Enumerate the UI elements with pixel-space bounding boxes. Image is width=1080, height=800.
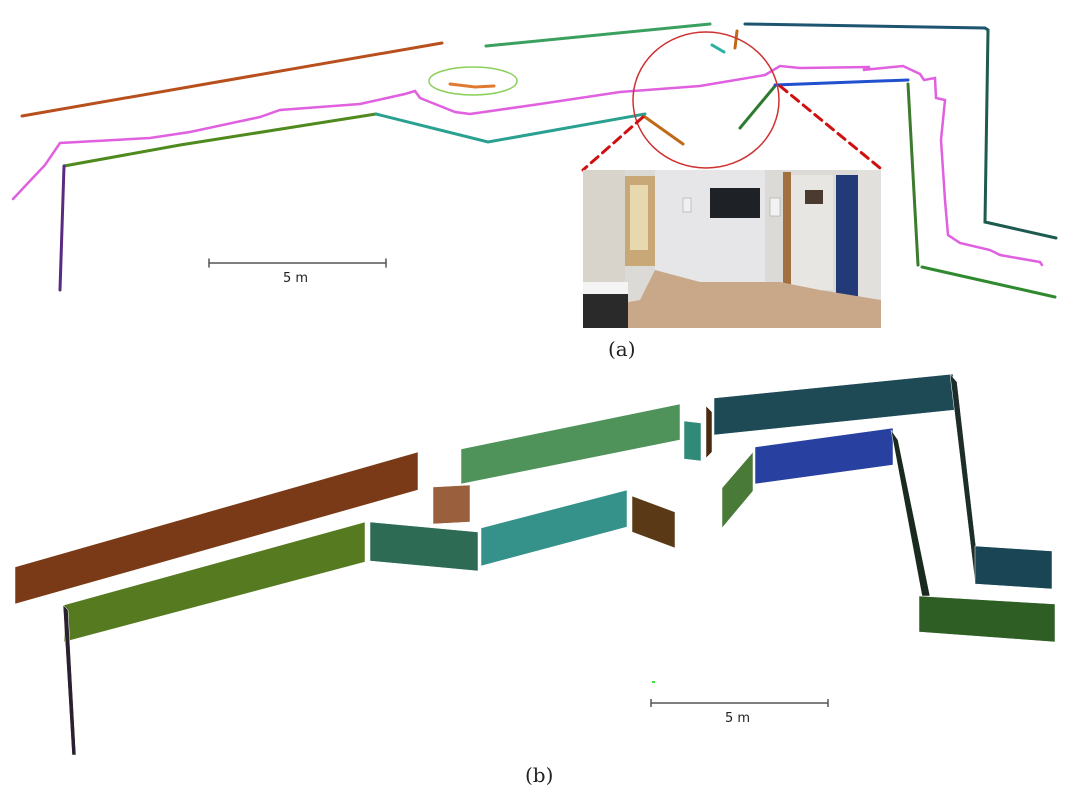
- tv: [710, 188, 760, 218]
- wall-olive: [62, 112, 378, 168]
- plane-green-bottom: [918, 595, 1056, 643]
- plane-light-green: [460, 403, 681, 485]
- wall-darkteal-right: [983, 28, 1058, 240]
- wall-green-bottom: [920, 265, 1057, 299]
- wall-brown: [20, 41, 444, 118]
- wall-orange-mid: [643, 115, 685, 146]
- plane-green-diag: [721, 451, 754, 529]
- wall-gray-right: [906, 82, 920, 267]
- wall-teal-small: [710, 43, 726, 54]
- plane-teal: [480, 489, 628, 567]
- wall-orange-detail: [448, 82, 496, 89]
- scale-bar-a: [208, 258, 387, 268]
- scale-label-a: 5 m: [283, 271, 309, 286]
- wall-green-top: [484, 22, 712, 48]
- scale-label-b: 5 m: [725, 711, 751, 726]
- plane-brown-small: [432, 484, 471, 525]
- blue-door: [836, 175, 858, 325]
- highlight-circle: [632, 31, 780, 169]
- plane-dark-teal-top: [713, 373, 956, 436]
- plane-thin-brown: [705, 405, 713, 459]
- plane-brown: [14, 451, 419, 605]
- plane-dark-vertical: [62, 604, 77, 756]
- plane-dark-brown: [631, 495, 676, 549]
- panel-label-b: (b): [525, 763, 554, 787]
- plane-olive: [63, 521, 366, 643]
- wall-darkteal-top: [743, 22, 990, 32]
- panel-b-model: [14, 373, 1056, 756]
- plane-teal-dark: [369, 521, 479, 572]
- zoom-dash-left: [581, 115, 645, 172]
- wall-teal-v: [374, 112, 647, 144]
- scale-bar-b: [650, 699, 829, 707]
- panel-label-a: (a): [608, 337, 636, 361]
- detail-ellipse: [428, 66, 518, 96]
- trajectory: [11, 64, 1044, 267]
- corridor-photo: [583, 170, 881, 328]
- plane-dark-diag: [890, 429, 931, 597]
- wall-orange-small: [733, 29, 739, 50]
- panel-a-map: [11, 22, 1058, 299]
- plane-teal-small: [683, 420, 702, 462]
- zoom-dash-right: [778, 84, 882, 170]
- wall-green-diag: [738, 84, 777, 130]
- plane-blue: [754, 427, 894, 485]
- wall-purple: [58, 164, 66, 292]
- wall-blue: [773, 78, 910, 87]
- plane-dark-teal-end: [974, 545, 1053, 590]
